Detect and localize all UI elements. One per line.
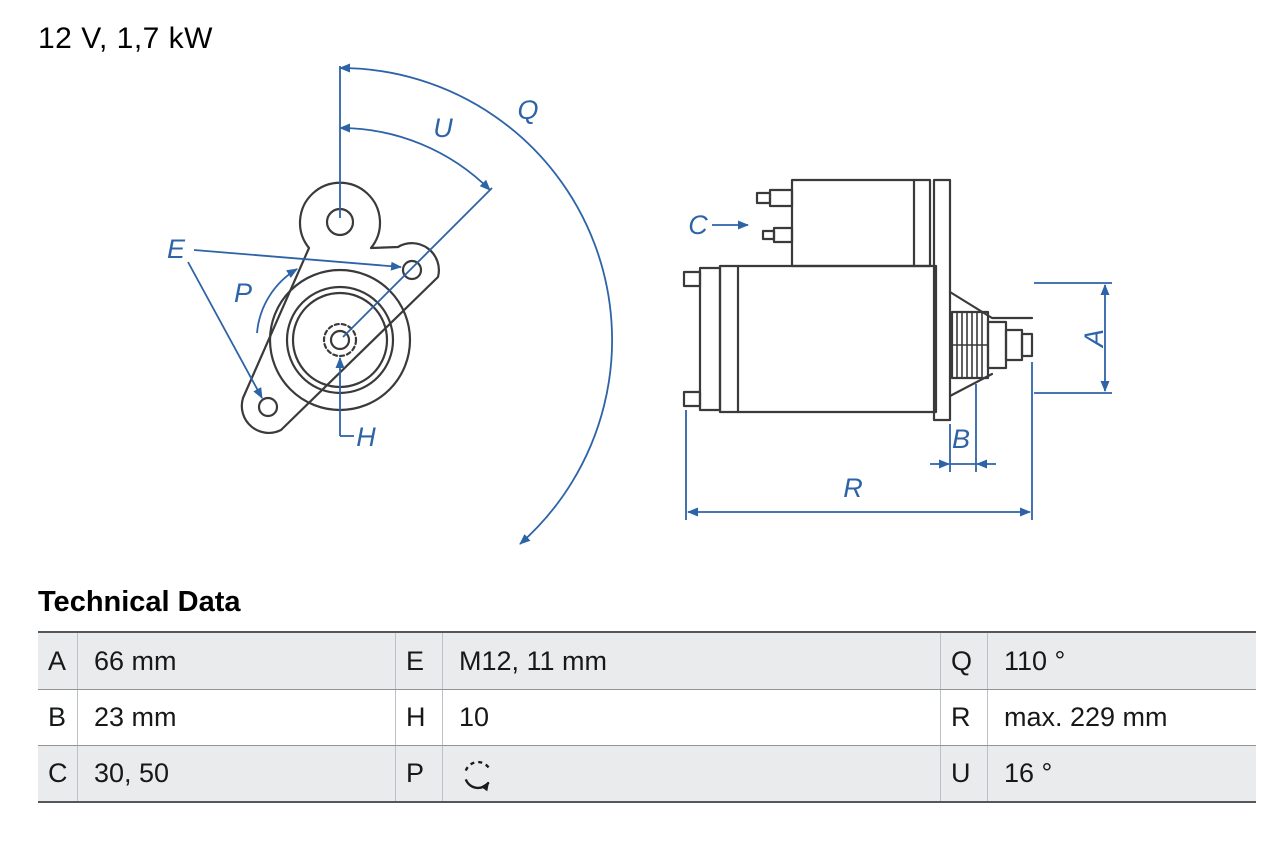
label-e: E xyxy=(167,234,186,264)
table-row: B 23 mm H 10 R max. 229 mm xyxy=(38,689,1256,745)
label-r: R xyxy=(843,473,863,503)
param-key: Q xyxy=(941,633,988,689)
motor-body xyxy=(718,264,938,414)
table-row: A 66 mm E M12, 11 mm Q 110 ° xyxy=(38,633,1256,689)
table-row: C 30, 50 P U 16 ° xyxy=(38,745,1256,801)
param-value: 110 ° xyxy=(1004,645,1066,676)
label-q: Q xyxy=(517,95,538,125)
solenoid xyxy=(790,178,932,268)
param-key: B xyxy=(38,690,78,745)
end-cap xyxy=(698,266,722,412)
drive-end-flange xyxy=(932,178,952,422)
param-key: U xyxy=(941,746,988,801)
mounting-hole-right xyxy=(401,259,423,281)
param-key: R xyxy=(941,690,988,745)
param-value-rotation xyxy=(443,746,941,801)
dim-q-arc xyxy=(339,63,613,545)
terminal-upper-stud xyxy=(755,191,772,205)
dim-u-arc xyxy=(339,123,491,191)
label-c: C xyxy=(688,210,708,240)
shaft-end xyxy=(1004,328,1024,362)
mounting-hole-left xyxy=(257,396,279,418)
technical-data-title: Technical Data xyxy=(38,586,241,618)
side-view xyxy=(682,178,1034,422)
terminal-lower xyxy=(772,226,794,244)
label-h: H xyxy=(356,422,376,452)
nose-top-edge xyxy=(948,290,1034,320)
mount-stud-top xyxy=(682,270,702,288)
param-value: 16 ° xyxy=(1004,758,1053,788)
param-key: H xyxy=(396,690,443,745)
param-value: 23 mm xyxy=(78,690,396,745)
param-value: 30, 50 xyxy=(78,746,396,801)
voltage-power-spec: 12 V, 1,7 kW xyxy=(38,22,213,55)
param-key: A xyxy=(38,633,78,689)
dimension-lines xyxy=(187,63,1112,545)
param-value: max. 229 mm xyxy=(1004,702,1168,732)
param-value: 66 mm xyxy=(78,633,396,689)
param-value: 10 xyxy=(443,690,941,745)
starter-motor-diagram: U Q E P H C A B R xyxy=(167,63,1112,545)
dim-e-leader-right xyxy=(193,249,402,271)
param-key: C xyxy=(38,746,78,801)
param-value: M12, 11 mm xyxy=(443,633,941,689)
terminal-upper xyxy=(768,188,794,208)
mount-stud-bottom xyxy=(682,390,702,408)
rotation-direction-icon xyxy=(464,760,492,791)
dim-e-leader-left xyxy=(187,261,263,399)
label-b: B xyxy=(952,424,970,454)
drive-collar xyxy=(986,320,1008,370)
dim-u-line xyxy=(342,187,493,338)
dimension-labels: U Q E P H C A B R xyxy=(167,95,1109,503)
technical-data-table: A 66 mm E M12, 11 mm Q 110 ° B 23 mm H 1… xyxy=(38,631,1256,803)
dim-p-rotation-arrow xyxy=(256,268,298,334)
shaft-tip xyxy=(1020,332,1034,358)
param-key: P xyxy=(396,746,443,801)
label-u: U xyxy=(433,113,453,143)
label-p: P xyxy=(234,278,252,308)
param-key: E xyxy=(396,633,443,689)
terminal-lower-stud xyxy=(761,229,776,241)
label-a: A xyxy=(1079,329,1109,349)
